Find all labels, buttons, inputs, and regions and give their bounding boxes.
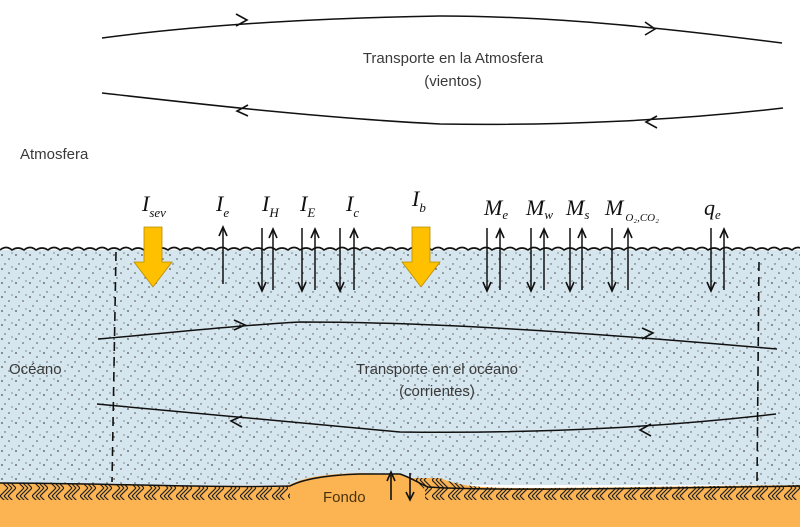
svg-text:IH: IH [261,191,279,220]
seabed-exchange-arrows [386,470,415,502]
flux-label-I-c: Ic [345,191,359,220]
flux-arrows [133,225,729,293]
flux-label-I-E: IE [299,191,315,220]
seabed-surface-line [0,473,800,490]
flux-label-M-e: Me [483,195,508,222]
left-boundary-dashed-line [111,251,117,483]
atmosphere-transport-upper-head-2 [644,21,657,36]
right-boundary-dashed-line [756,261,760,483]
down-arrow-head-I-c [335,281,345,293]
up-arrow-head-I-E [310,227,320,239]
flux-label-I-b: Ib [411,186,426,215]
flux-label-I-e: Ie [215,191,229,220]
seabed-fill [0,500,800,527]
atmosphere-transport-upper-arrow [101,15,783,44]
down-arrow-head-q-e [706,281,716,293]
atmosphere-transport-upper-head-1 [235,13,249,27]
seabed-down-arrow-head [405,491,415,502]
flux-label-q-e: qe [704,195,721,222]
svg-text:qe: qe [704,195,721,222]
ocean-region-label: Océano [9,361,62,378]
sea-surface-line [0,246,800,251]
ocean-transport-subtitle: (corrientes) [399,383,475,400]
ocean-transport-lower-head-1 [229,415,243,428]
up-arrow-head-q-e [719,227,729,239]
up-arrow-head-M-e [495,227,505,239]
atmosphere-transport-lower-head-1 [235,104,249,117]
solar-down-arrow-I-sev [133,226,173,288]
svg-text:Mw: Mw [525,195,553,222]
svg-text:Ie: Ie [215,191,229,220]
down-arrow-head-M-w [526,281,536,293]
atmosphere-transport-title: Transporte en la Atmosfera [363,50,544,67]
atmosphere-transport-lower-head-2 [644,115,658,129]
svg-text:Ms: Ms [565,195,589,222]
up-arrow-head-M-w [539,227,549,239]
solar-down-arrow-I-b [401,226,441,288]
seabed-up-arrow-head [386,470,396,482]
ocean-stipple [0,252,800,485]
atmosphere-transport-subtitle: (vientos) [424,73,482,90]
down-arrow-head-I-H [257,281,267,293]
down-arrow-head-M-O2CO2 [607,281,617,293]
svg-text:Ic: Ic [345,191,359,220]
svg-text:Isev: Isev [141,191,166,220]
svg-text:MO₂,CO₂: MO₂,CO₂ [604,195,659,224]
svg-text:IE: IE [299,191,315,220]
flux-label-M-w: Mw [525,195,553,222]
down-arrow-head-M-s [565,281,575,293]
svg-text:Ib: Ib [411,186,426,215]
ocean-transport-lower-arrow [96,403,777,434]
flux-label-M-s: Ms [565,195,589,222]
seabed-region-label: Fondo [323,489,366,506]
up-arrow-head-I-c [349,227,359,239]
up-arrow-head-M-O2CO2 [623,227,633,239]
atmosphere-region-label: Atmosfera [20,146,89,163]
down-arrow-head-M-e [482,281,492,293]
ocean-transport-upper-head-1 [233,319,247,331]
flux-label-I-sev: Isev [141,191,166,220]
up-arrow-head-I-e [218,225,228,237]
up-arrow-head-I-H [268,227,278,239]
ocean-transport-upper-arrow [97,321,778,350]
atmosphere-transport-lower-arrow [101,92,784,126]
ocean-transport-lower-head-2 [638,423,652,437]
up-arrow-head-M-s [577,227,587,239]
ocean-transport-upper-head-2 [641,327,655,340]
flux-label-I-H: IH [261,191,279,220]
down-arrow-head-I-E [297,281,307,293]
ocean-transport-title: Transporte en el océano [356,361,518,378]
svg-text:Me: Me [483,195,508,222]
